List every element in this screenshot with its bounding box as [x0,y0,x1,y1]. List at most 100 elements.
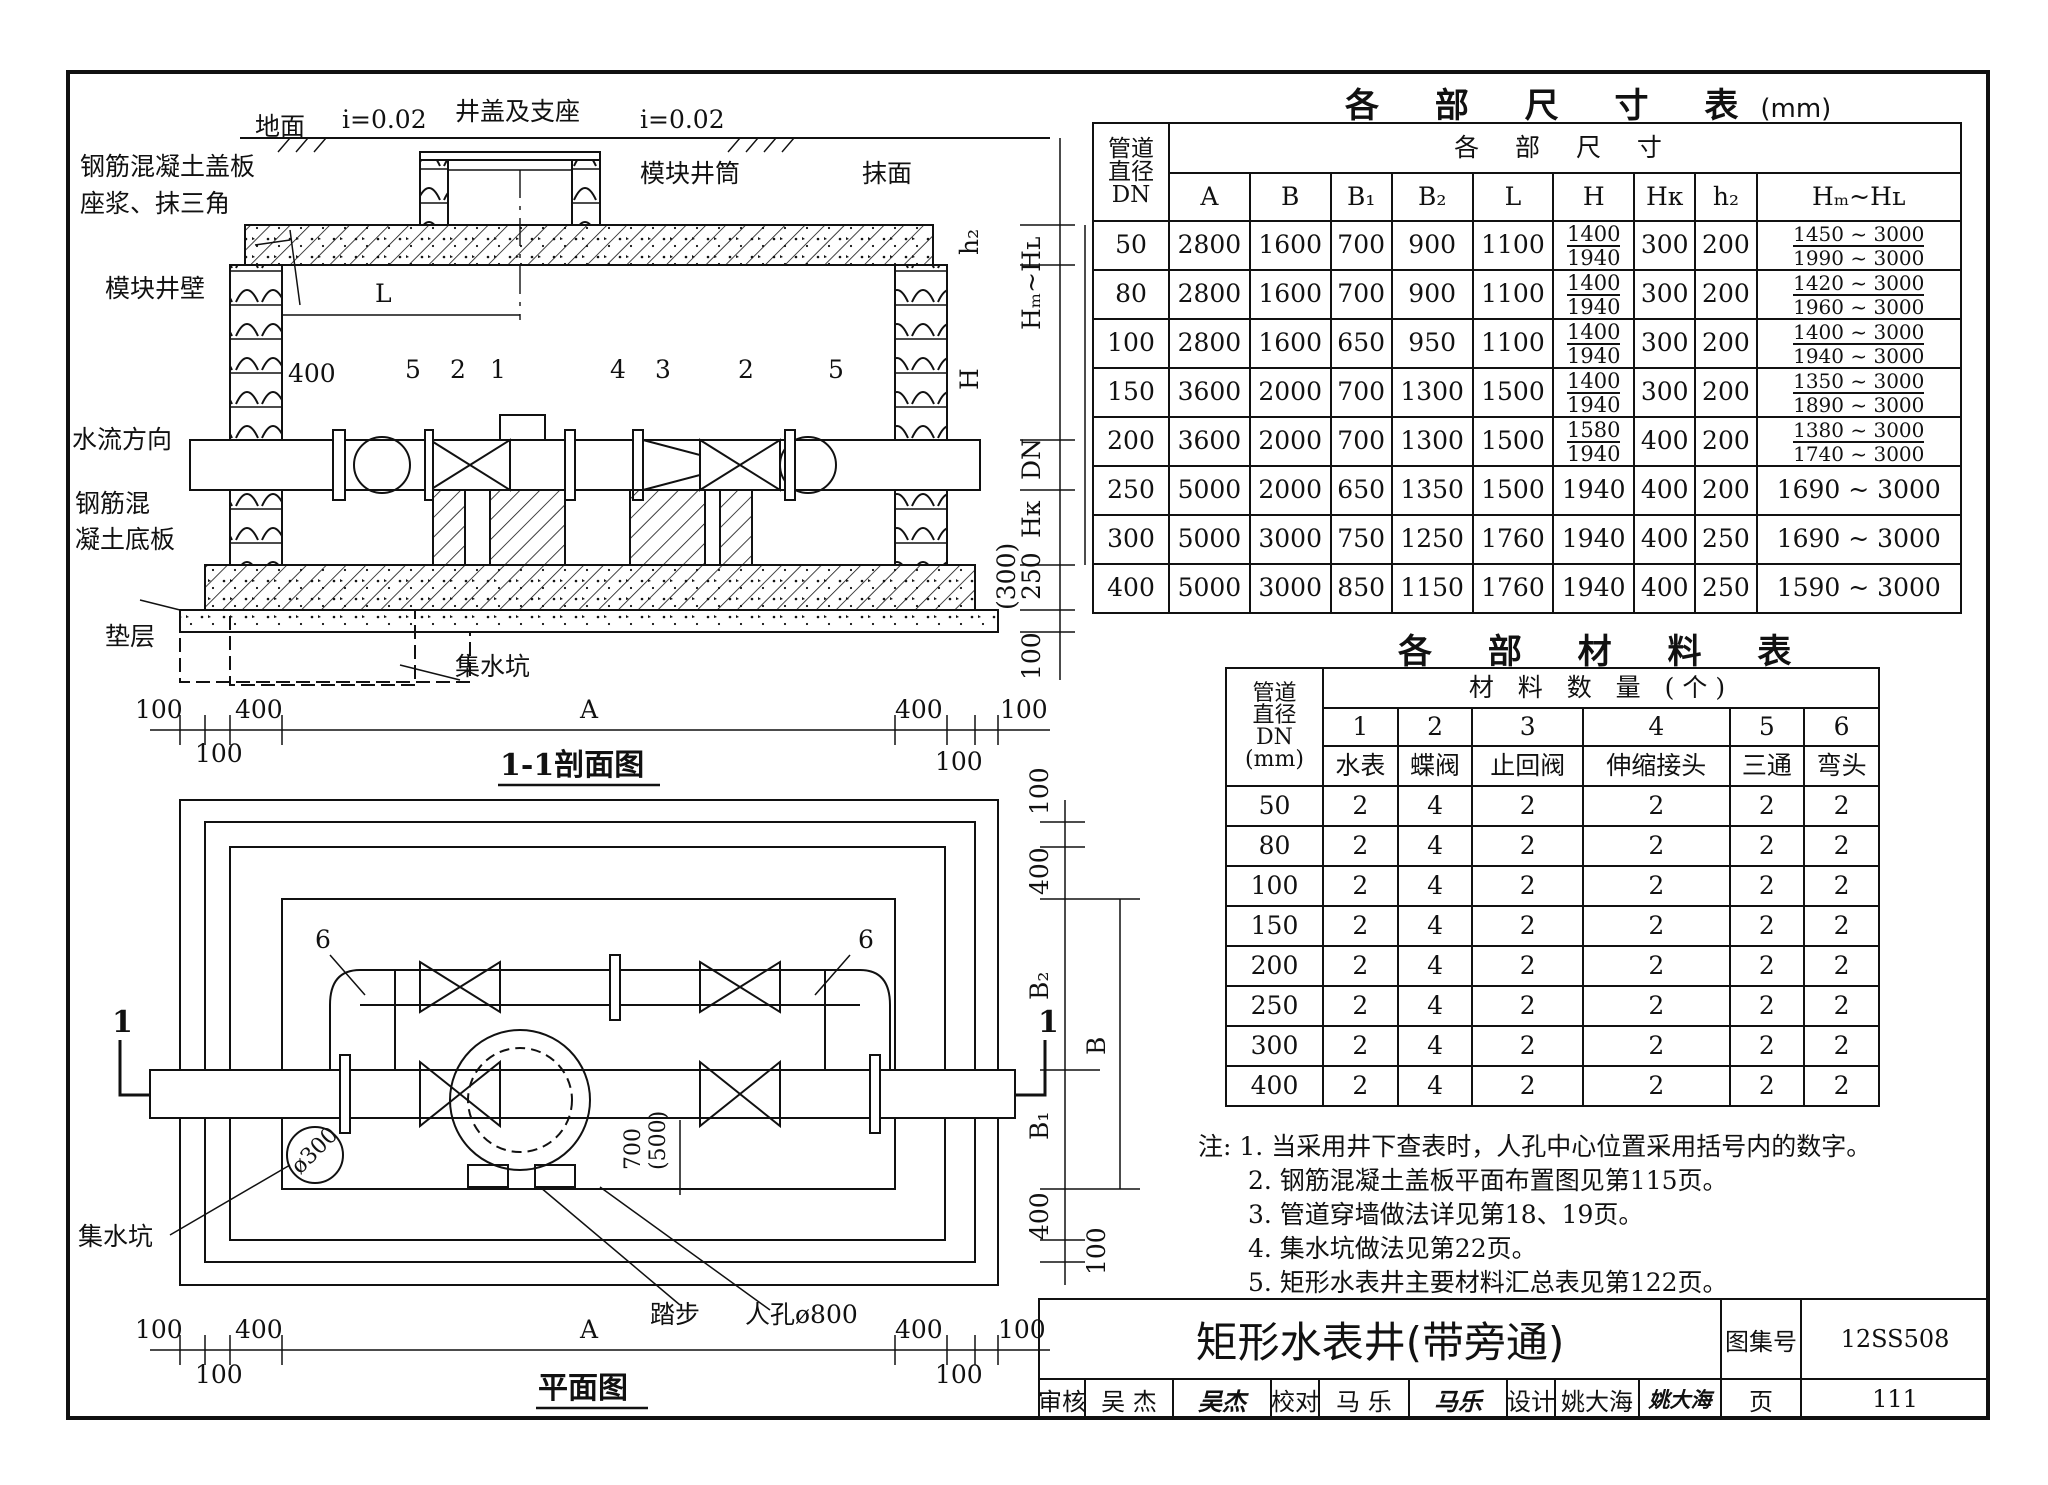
size-cell-h2: 200 [1694,367,1758,418]
drawing-frame [66,70,1990,1420]
module-shaft-label: 模块井筒 [640,159,740,188]
plan-dim-400-bottom: 400 [1025,1192,1054,1240]
reviewer-name: 吴 杰 [1084,1378,1174,1420]
size-cell-b2: 1350 [1390,465,1474,516]
material-col-name: 伸缩接头 [1582,745,1731,787]
material-cell: 2 [1471,985,1585,1027]
design-label: 设计 [1506,1378,1556,1420]
size-cell-b: 3000 [1248,563,1332,614]
material-col-number: 1 [1322,707,1399,747]
material-cell: 150 [1225,905,1324,947]
material-cell: 2 [1728,985,1806,1027]
size-cell-b2: 950 [1390,318,1474,369]
sump-plan-label: 集水坑 [78,1222,153,1251]
size-cell-l: 1760 [1471,563,1555,614]
atlas-number: 12SS508 [1800,1298,1990,1380]
title-block: 矩形水表井(带旁通) 图集号 12SS508 审核 吴 杰 吴杰 校对 马 乐 … [1038,1298,1990,1420]
size-cell-a: 5000 [1168,465,1251,516]
section-mark-left: 1 [112,1005,133,1040]
dim-Hk: Hᴋ [1017,500,1046,538]
size-cell-b1: 700 [1329,220,1393,271]
size-col-header: Hᴋ [1633,172,1697,222]
size-cell-b1: 700 [1329,367,1393,418]
size-col-header: B₂ [1390,172,1474,222]
material-cell: 2 [1471,785,1585,827]
plan-dim-A: A [579,1315,599,1344]
dim-100-c: 100 [195,739,243,768]
plan-callout-6b: 6 [858,925,874,954]
checker-name: 马 乐 [1318,1378,1410,1420]
mortar-label: 座浆、抹三角 [80,189,230,218]
sump-dia-label: ø300 [287,1122,344,1179]
section-mark-right: 1 [1038,1005,1059,1040]
page-number: 111 [1800,1378,1990,1420]
size-cell-b1: 650 [1329,465,1393,516]
material-cell: 2 [1728,1065,1806,1107]
notes-prefix: 注: [1198,1132,1232,1161]
size-cell-b1: 700 [1329,416,1393,467]
dim-400-b: 400 [235,695,283,724]
material-cell: 2 [1582,785,1731,827]
callout-1: 1 [490,355,506,384]
size-col-header: B₁ [1329,172,1393,222]
material-cell: 4 [1396,985,1474,1027]
size-cell-hk: 300 [1633,220,1697,271]
material-cell: 2 [1471,865,1585,907]
material-col-name: 三通 [1728,745,1806,787]
material-cell: 2 [1322,865,1399,907]
material-cell: 2 [1803,785,1880,827]
rc-cover-slab-label: 钢筋混凝土盖板 [80,152,255,181]
material-cell: 2 [1322,1065,1399,1107]
flow-direction-label: 水流方向 [72,425,172,454]
size-cell-l: 1100 [1471,220,1555,271]
size-cell-l: 1760 [1471,514,1555,565]
size-cell-h2: 200 [1694,318,1758,369]
plan-dim-400-top: 400 [1025,847,1054,895]
size-cell-b2: 1300 [1390,367,1474,418]
size-table-title: 各 部 尺 寸 表(mm) [1345,86,1832,126]
plan-dim-400-a: 400 [235,1315,283,1344]
dim-100-b: 100 [1000,695,1048,724]
size-group-header: 各 部 尺 寸 [1168,122,1962,174]
manhole-label: 人孔ø800 [745,1300,858,1329]
material-col-number: 2 [1396,707,1474,747]
material-cell: 250 [1225,985,1324,1027]
material-cell: 2 [1582,985,1731,1027]
dim-100-right: 100 [1017,632,1046,680]
plan-dim-B2: B₂ [1025,972,1054,1000]
dim-H: H [955,368,984,390]
plan-dim-400-b: 400 [895,1315,943,1344]
material-cell: 2 [1471,905,1585,947]
callout-2a: 2 [450,355,466,384]
material-cell: 2 [1322,905,1399,947]
material-cell: 4 [1396,945,1474,987]
material-cell: 2 [1803,945,1880,987]
size-cell-b1: 700 [1329,269,1393,320]
material-cell: 2 [1582,945,1731,987]
material-cell: 2 [1322,1025,1399,1067]
offset-500: (500) [646,1111,671,1170]
page-label: 页 [1720,1378,1802,1420]
material-cell: 2 [1322,945,1399,987]
rc-base-label-1: 钢筋混 [75,489,150,518]
plan-callout-6a: 6 [315,925,331,954]
material-cell: 2 [1728,865,1806,907]
callout-5b: 5 [828,355,844,384]
material-cell: 2 [1728,785,1806,827]
module-wall-label: 模块井壁 [105,274,205,303]
